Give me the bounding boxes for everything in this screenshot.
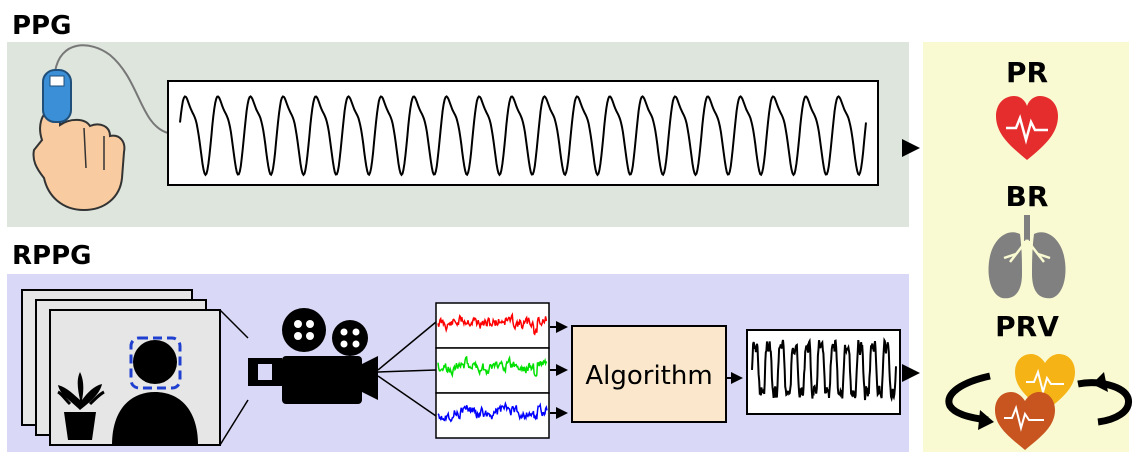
video-camera-icon	[248, 308, 378, 404]
video-frames-icon	[21, 289, 221, 446]
camera-to-red-line	[377, 321, 437, 371]
rppg-title: RPPG	[12, 241, 91, 271]
green-channel-signal	[437, 355, 548, 379]
ppg-signal-box	[167, 80, 879, 186]
heart-pulse-icon	[996, 96, 1058, 160]
finger-pulse-oximeter-icon	[32, 44, 169, 212]
rppg-waveform	[751, 336, 897, 403]
algorithm-box	[571, 325, 727, 423]
camera-to-green-line	[377, 369, 437, 373]
br-label: BR	[1006, 180, 1049, 213]
two-hearts-cycle-icon	[945, 354, 1132, 450]
pr-label: PR	[1006, 56, 1048, 89]
lungs-icon	[988, 215, 1066, 299]
camera-to-blue-line	[377, 375, 437, 417]
ppg-waveform	[179, 95, 867, 177]
frames-to-camera-line-bottom	[219, 399, 249, 446]
ppg-title: PPG	[12, 11, 71, 41]
algorithm-label: Algorithm	[585, 361, 712, 391]
frames-to-camera-line-top	[219, 309, 249, 339]
blue-channel-signal	[437, 400, 548, 423]
red-channel-signal	[437, 312, 548, 336]
prv-label: PRV	[995, 310, 1059, 343]
